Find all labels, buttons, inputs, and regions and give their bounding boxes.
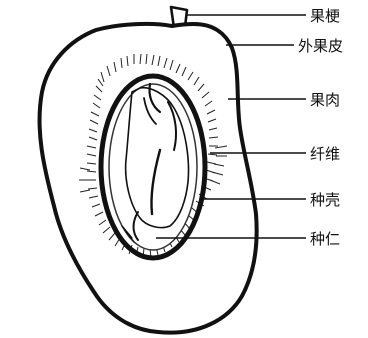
seed-shell-inner [109, 84, 197, 250]
label-fruit-stalk: 果梗 [310, 7, 340, 25]
label-seed-kernel: 种仁 [310, 230, 340, 248]
label-exocarp: 外果皮 [298, 37, 343, 55]
label-mesocarp: 果肉 [310, 91, 340, 109]
label-seed-shell: 种壳 [310, 191, 340, 209]
label-fiber: 纤维 [310, 145, 340, 163]
